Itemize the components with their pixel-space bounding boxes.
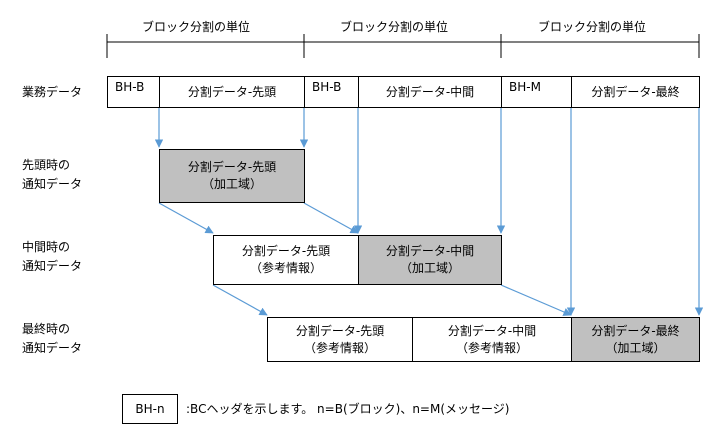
box-title: 分割データ-先頭 bbox=[187, 160, 277, 174]
row-label-last-notice: 最終時の 通知データ bbox=[22, 320, 82, 358]
arrow bbox=[303, 202, 359, 234]
row-label-line: 通知データ bbox=[22, 259, 83, 273]
segment-last-box: 分割データ-最終 bbox=[571, 76, 700, 108]
arrow bbox=[158, 202, 214, 234]
middle-notice-processing-box: 分割データ-中間 （加工域） bbox=[358, 235, 502, 285]
unit-bracket bbox=[106, 34, 700, 58]
box-subtitle: （加工域） bbox=[201, 177, 262, 191]
segment-head-box: 分割データ-先頭 bbox=[159, 76, 305, 108]
last-notice-processing-box: 分割データ-最終 （加工域） bbox=[571, 317, 700, 362]
legend-box-label: BH-n bbox=[135, 401, 165, 416]
block-header-label: BH-M bbox=[509, 80, 541, 94]
row-label-line: 通知データ bbox=[22, 341, 83, 355]
row-label-line: 最終時の bbox=[22, 322, 71, 336]
segment-label: 分割データ-中間 bbox=[385, 84, 475, 99]
row-label-head-notice: 先頭時の 通知データ bbox=[22, 156, 82, 194]
last-notice-reference-box-head: 分割データ-先頭 （参考情報） bbox=[267, 317, 413, 362]
unit-label: ブロック分割の単位 bbox=[340, 20, 449, 34]
box-subtitle: （参考情報） bbox=[303, 340, 376, 355]
row-label-line: 通知データ bbox=[22, 177, 83, 191]
legend-box: BH-n bbox=[122, 394, 178, 424]
row-label-business-data: 業務データ bbox=[22, 85, 83, 99]
box-subtitle: （参考情報） bbox=[455, 340, 528, 355]
segment-label: 分割データ-最終 bbox=[591, 84, 680, 99]
middle-notice-reference-box: 分割データ-先頭 （参考情報） bbox=[213, 235, 359, 285]
block-header-label: BH-B bbox=[115, 80, 145, 94]
box-subtitle: （加工域） bbox=[399, 261, 460, 275]
segment-label: 分割データ-先頭 bbox=[187, 84, 277, 99]
box-subtitle: （加工域） bbox=[605, 340, 666, 355]
legend-text: :BCヘッダを示します。 n=B(ブロック)、n=M(メッセージ) bbox=[186, 402, 510, 416]
message-header-box: BH-M bbox=[501, 76, 572, 108]
unit-label: ブロック分割の単位 bbox=[142, 20, 251, 34]
block-header-box: BH-B bbox=[304, 76, 359, 108]
box-title: 分割データ-中間 bbox=[447, 323, 537, 338]
block-header-label: BH-B bbox=[312, 80, 342, 94]
arrow bbox=[212, 284, 268, 316]
row-label-middle-notice: 中間時の 通知データ bbox=[22, 238, 82, 276]
box-title: 分割データ-最終 bbox=[591, 323, 680, 338]
last-notice-reference-box-middle: 分割データ-中間 （参考情報） bbox=[412, 317, 572, 362]
box-title: 分割データ-先頭 bbox=[295, 323, 385, 338]
unit-label: ブロック分割の単位 bbox=[538, 20, 647, 34]
row-label-line: 先頭時の bbox=[22, 158, 71, 172]
box-title: 分割データ-中間 bbox=[385, 244, 475, 258]
arrow bbox=[500, 284, 572, 316]
block-header-box: BH-B bbox=[107, 76, 160, 108]
box-subtitle: （参考情報） bbox=[249, 261, 322, 275]
box-title: 分割データ-先頭 bbox=[241, 244, 331, 258]
row-label-line: 中間時の bbox=[22, 240, 71, 254]
segment-middle-box: 分割データ-中間 bbox=[358, 76, 502, 108]
head-notice-processing-box: 分割データ-先頭 （加工域） bbox=[159, 149, 305, 203]
